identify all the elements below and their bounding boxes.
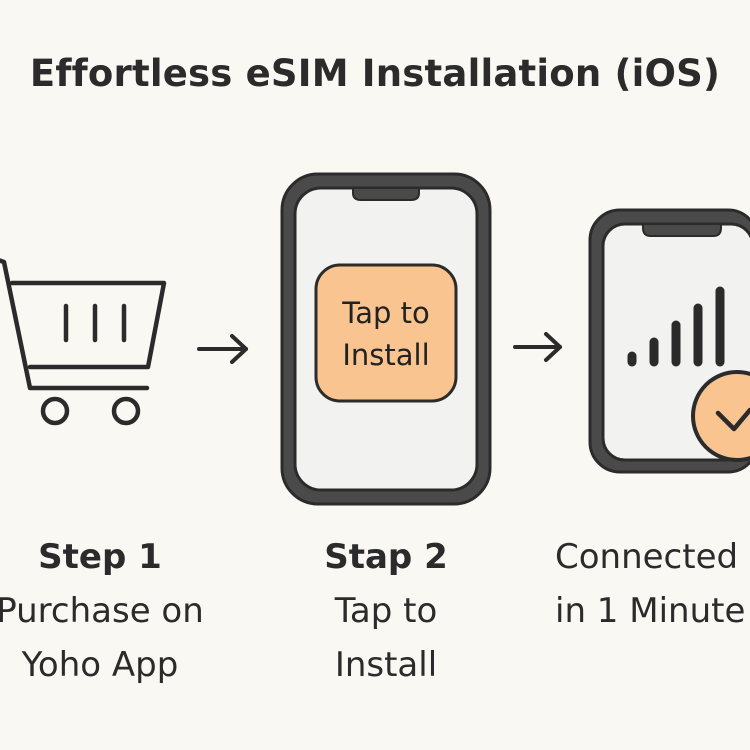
step-1-caption: Step 1 Purchase on Yoho App [0, 530, 220, 692]
step-2-line-2: Install [334, 645, 438, 685]
install-button-label: Tap to Install [342, 296, 430, 372]
step-3-caption: Connected in 1 Minute [555, 530, 750, 638]
signal-phone-icon [588, 208, 750, 474]
step-1-line-2: Yoho App [21, 645, 179, 685]
install-button[interactable] [314, 263, 458, 403]
step-3-heading: Connected [555, 537, 739, 577]
checkmark-badge-icon [691, 370, 750, 462]
step-3-line-1: in 1 Minute [555, 591, 746, 631]
step-2-heading: Stap 2 [324, 537, 448, 577]
arrow-right-icon [197, 334, 248, 364]
step-2-caption: Stap 2 Tap to Install [286, 530, 486, 692]
signal-bars-icon [627, 286, 725, 367]
arrow-right-icon-2 [513, 332, 562, 362]
step-1-heading: Step 1 [38, 537, 162, 577]
page-title: Effortless eSIM Installation (iOS) [29, 52, 721, 95]
step-2-line-1: Tap to [334, 591, 438, 631]
shopping-cart-icon [0, 258, 167, 426]
step-1-line-1: Purchase on [0, 591, 204, 631]
